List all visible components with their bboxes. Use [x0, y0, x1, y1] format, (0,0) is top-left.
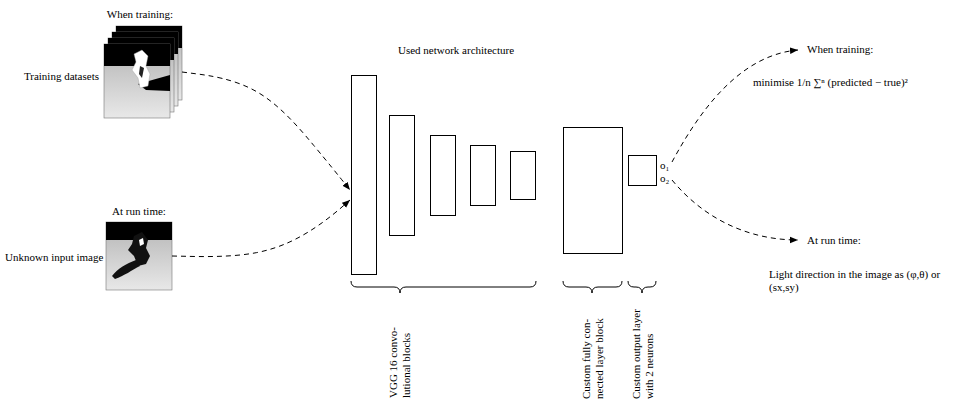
- image-stack: When training:: [104, 26, 182, 118]
- loss-formula: minimise 1/n ∑ⁿ (predicted − true)²: [752, 76, 909, 89]
- stage-heading: At run time:: [112, 205, 166, 218]
- conv-block: [390, 116, 415, 236]
- neuron-label: o₂: [660, 172, 669, 185]
- figure: [128, 232, 150, 266]
- dashed-arrow: [172, 200, 350, 257]
- output-layer: o₁o₂Custom output layer with 2 neurons: [628, 155, 657, 186]
- conv-block: [511, 152, 536, 200]
- image-frame: [106, 222, 172, 290]
- block-label: Custom fully con- nected layer block: [580, 307, 606, 399]
- figure: [132, 50, 150, 88]
- conv-block: [471, 146, 496, 206]
- image-frame: [104, 44, 170, 118]
- input-image: At run time:: [106, 222, 172, 290]
- figure-detail: [139, 66, 144, 78]
- output-heading: At run time:: [806, 234, 862, 247]
- dense-block: Custom fully con- nected layer block: [563, 127, 623, 254]
- input-image: [106, 222, 172, 290]
- input-label: Unknown input image: [4, 251, 104, 264]
- stage-heading: When training:: [107, 8, 173, 21]
- neuron-label: o₁: [660, 159, 669, 172]
- brace: [563, 281, 622, 293]
- conv-block: [431, 136, 456, 216]
- input-label: Training datasets: [23, 70, 100, 83]
- conv-block: [352, 76, 377, 275]
- brace: [351, 281, 536, 293]
- block-label: Custom output layer with 2 neurons: [630, 299, 656, 399]
- figure-detail: [139, 238, 144, 246]
- figure-shadow: [112, 260, 140, 279]
- output-description: Light direction in the image as (φ,θ) or…: [768, 268, 964, 294]
- section-heading: Used network architecture: [397, 44, 515, 57]
- block-label: VGG 16 convo- lutional blocks: [387, 312, 413, 398]
- dashed-arrow: [182, 72, 350, 190]
- output-arrow: [672, 50, 798, 162]
- brace: [628, 281, 656, 293]
- conv-blocks: VGG 16 convo- lutional blocks: [351, 75, 537, 275]
- training-image: [104, 44, 170, 118]
- output-heading: When training:: [806, 43, 874, 56]
- output-arrow: [672, 180, 798, 240]
